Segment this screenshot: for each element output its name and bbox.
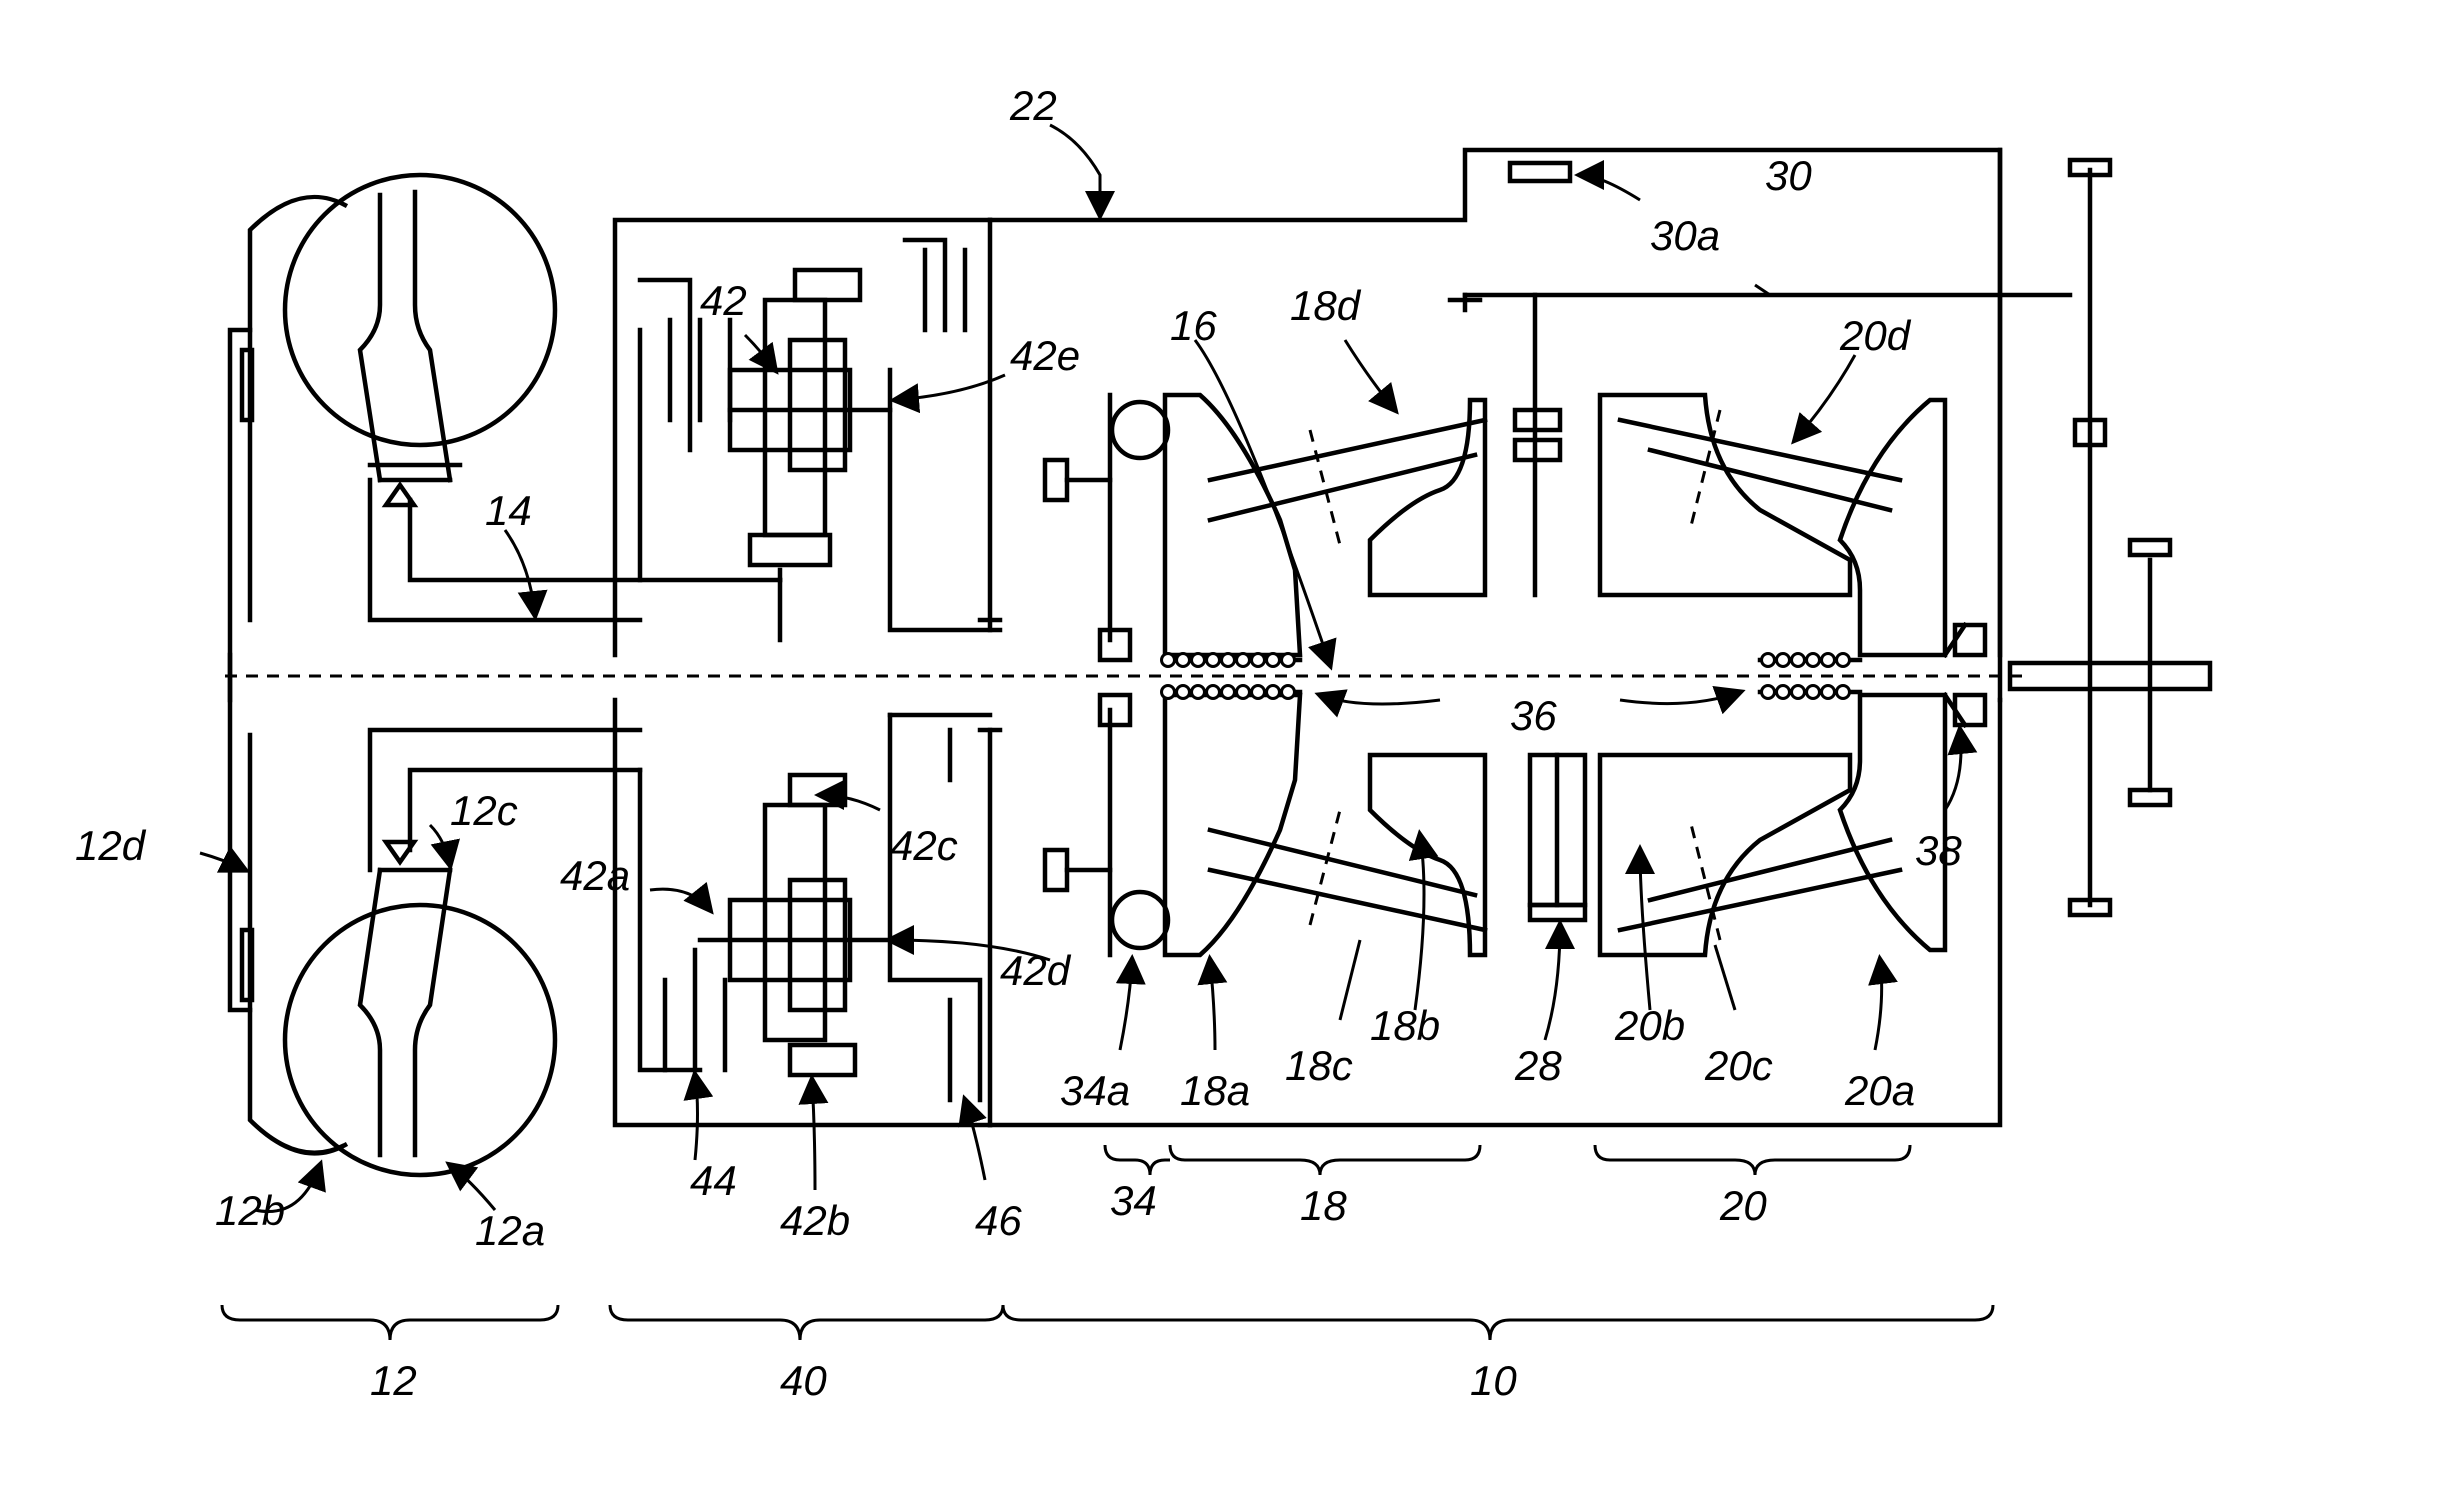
leader-lines (200, 125, 1961, 1212)
bearing-ball (1237, 654, 1250, 667)
label-44: 44 (690, 1157, 737, 1204)
bearing-ball (1807, 686, 1820, 699)
bearing-ball (1177, 654, 1190, 667)
switching-mechanism (615, 220, 1000, 1125)
bearing-ball (1792, 654, 1805, 667)
bearing-ball (1192, 686, 1205, 699)
label-36: 36 (1510, 692, 1557, 739)
bearing-ball (1792, 686, 1805, 699)
label-14: 14 (485, 487, 532, 534)
bearing-ball (1777, 654, 1790, 667)
reference-labels: 22 30a 30 16 18d 20d 42 42e 14 36 12c 12… (75, 82, 1962, 1404)
bearing-ball (1222, 654, 1235, 667)
bearing-ball (1822, 654, 1835, 667)
label-12d: 12d (75, 822, 147, 869)
bearing-ball (1822, 686, 1835, 699)
bearing-ball (1177, 686, 1190, 699)
bearing-ball (1762, 654, 1775, 667)
label-20a: 20a (1844, 1067, 1915, 1114)
label-12c: 12c (450, 787, 518, 834)
label-42a: 42a (560, 852, 630, 899)
label-40: 40 (780, 1357, 827, 1404)
bearing-ball (1207, 686, 1220, 699)
label-34: 34 (1110, 1177, 1157, 1224)
label-20b: 20b (1614, 1002, 1685, 1049)
label-30a: 30a (1650, 212, 1720, 259)
bearing-ball (1282, 686, 1295, 699)
label-20: 20 (1719, 1182, 1767, 1229)
bearing-ball (1162, 686, 1175, 699)
label-38: 38 (1915, 827, 1962, 874)
bearing-ball (1237, 686, 1250, 699)
label-10: 10 (1470, 1357, 1517, 1404)
bearing-ball (1207, 654, 1220, 667)
label-18c: 18c (1285, 1042, 1353, 1089)
label-42d: 42d (1000, 947, 1072, 994)
toroidal-variator (990, 150, 2210, 1125)
label-18: 18 (1300, 1182, 1347, 1229)
label-42e: 42e (1010, 332, 1080, 379)
label-28: 28 (1514, 1042, 1562, 1089)
label-46: 46 (975, 1197, 1022, 1244)
label-20d: 20d (1839, 312, 1912, 359)
bearing-ball (1837, 654, 1850, 667)
bearing-ball (1837, 686, 1850, 699)
bearing-ball (1762, 686, 1775, 699)
label-20c: 20c (1704, 1042, 1773, 1089)
bearing-ball (1267, 686, 1280, 699)
bearing-ball (1777, 686, 1790, 699)
bearing-ball (1252, 654, 1265, 667)
label-12: 12 (370, 1357, 417, 1404)
label-42: 42 (700, 277, 747, 324)
label-42b: 42b (780, 1197, 850, 1244)
label-22: 22 (1009, 82, 1057, 129)
bearing-ball (1192, 654, 1205, 667)
label-18b: 18b (1370, 1002, 1440, 1049)
label-12a: 12a (475, 1207, 545, 1254)
label-12b: 12b (215, 1187, 285, 1234)
bearing-ball (1222, 686, 1235, 699)
label-34a: 34a (1060, 1067, 1130, 1114)
label-18a: 18a (1180, 1067, 1250, 1114)
label-18d: 18d (1290, 282, 1362, 329)
bearing-ball (1282, 654, 1295, 667)
bearing-ball (1162, 654, 1175, 667)
bearing-ball (1252, 686, 1265, 699)
bearing-ball (1807, 654, 1820, 667)
label-42c: 42c (890, 822, 958, 869)
label-30: 30 (1765, 152, 1812, 199)
bearing-ball (1267, 654, 1280, 667)
label-16: 16 (1170, 302, 1217, 349)
